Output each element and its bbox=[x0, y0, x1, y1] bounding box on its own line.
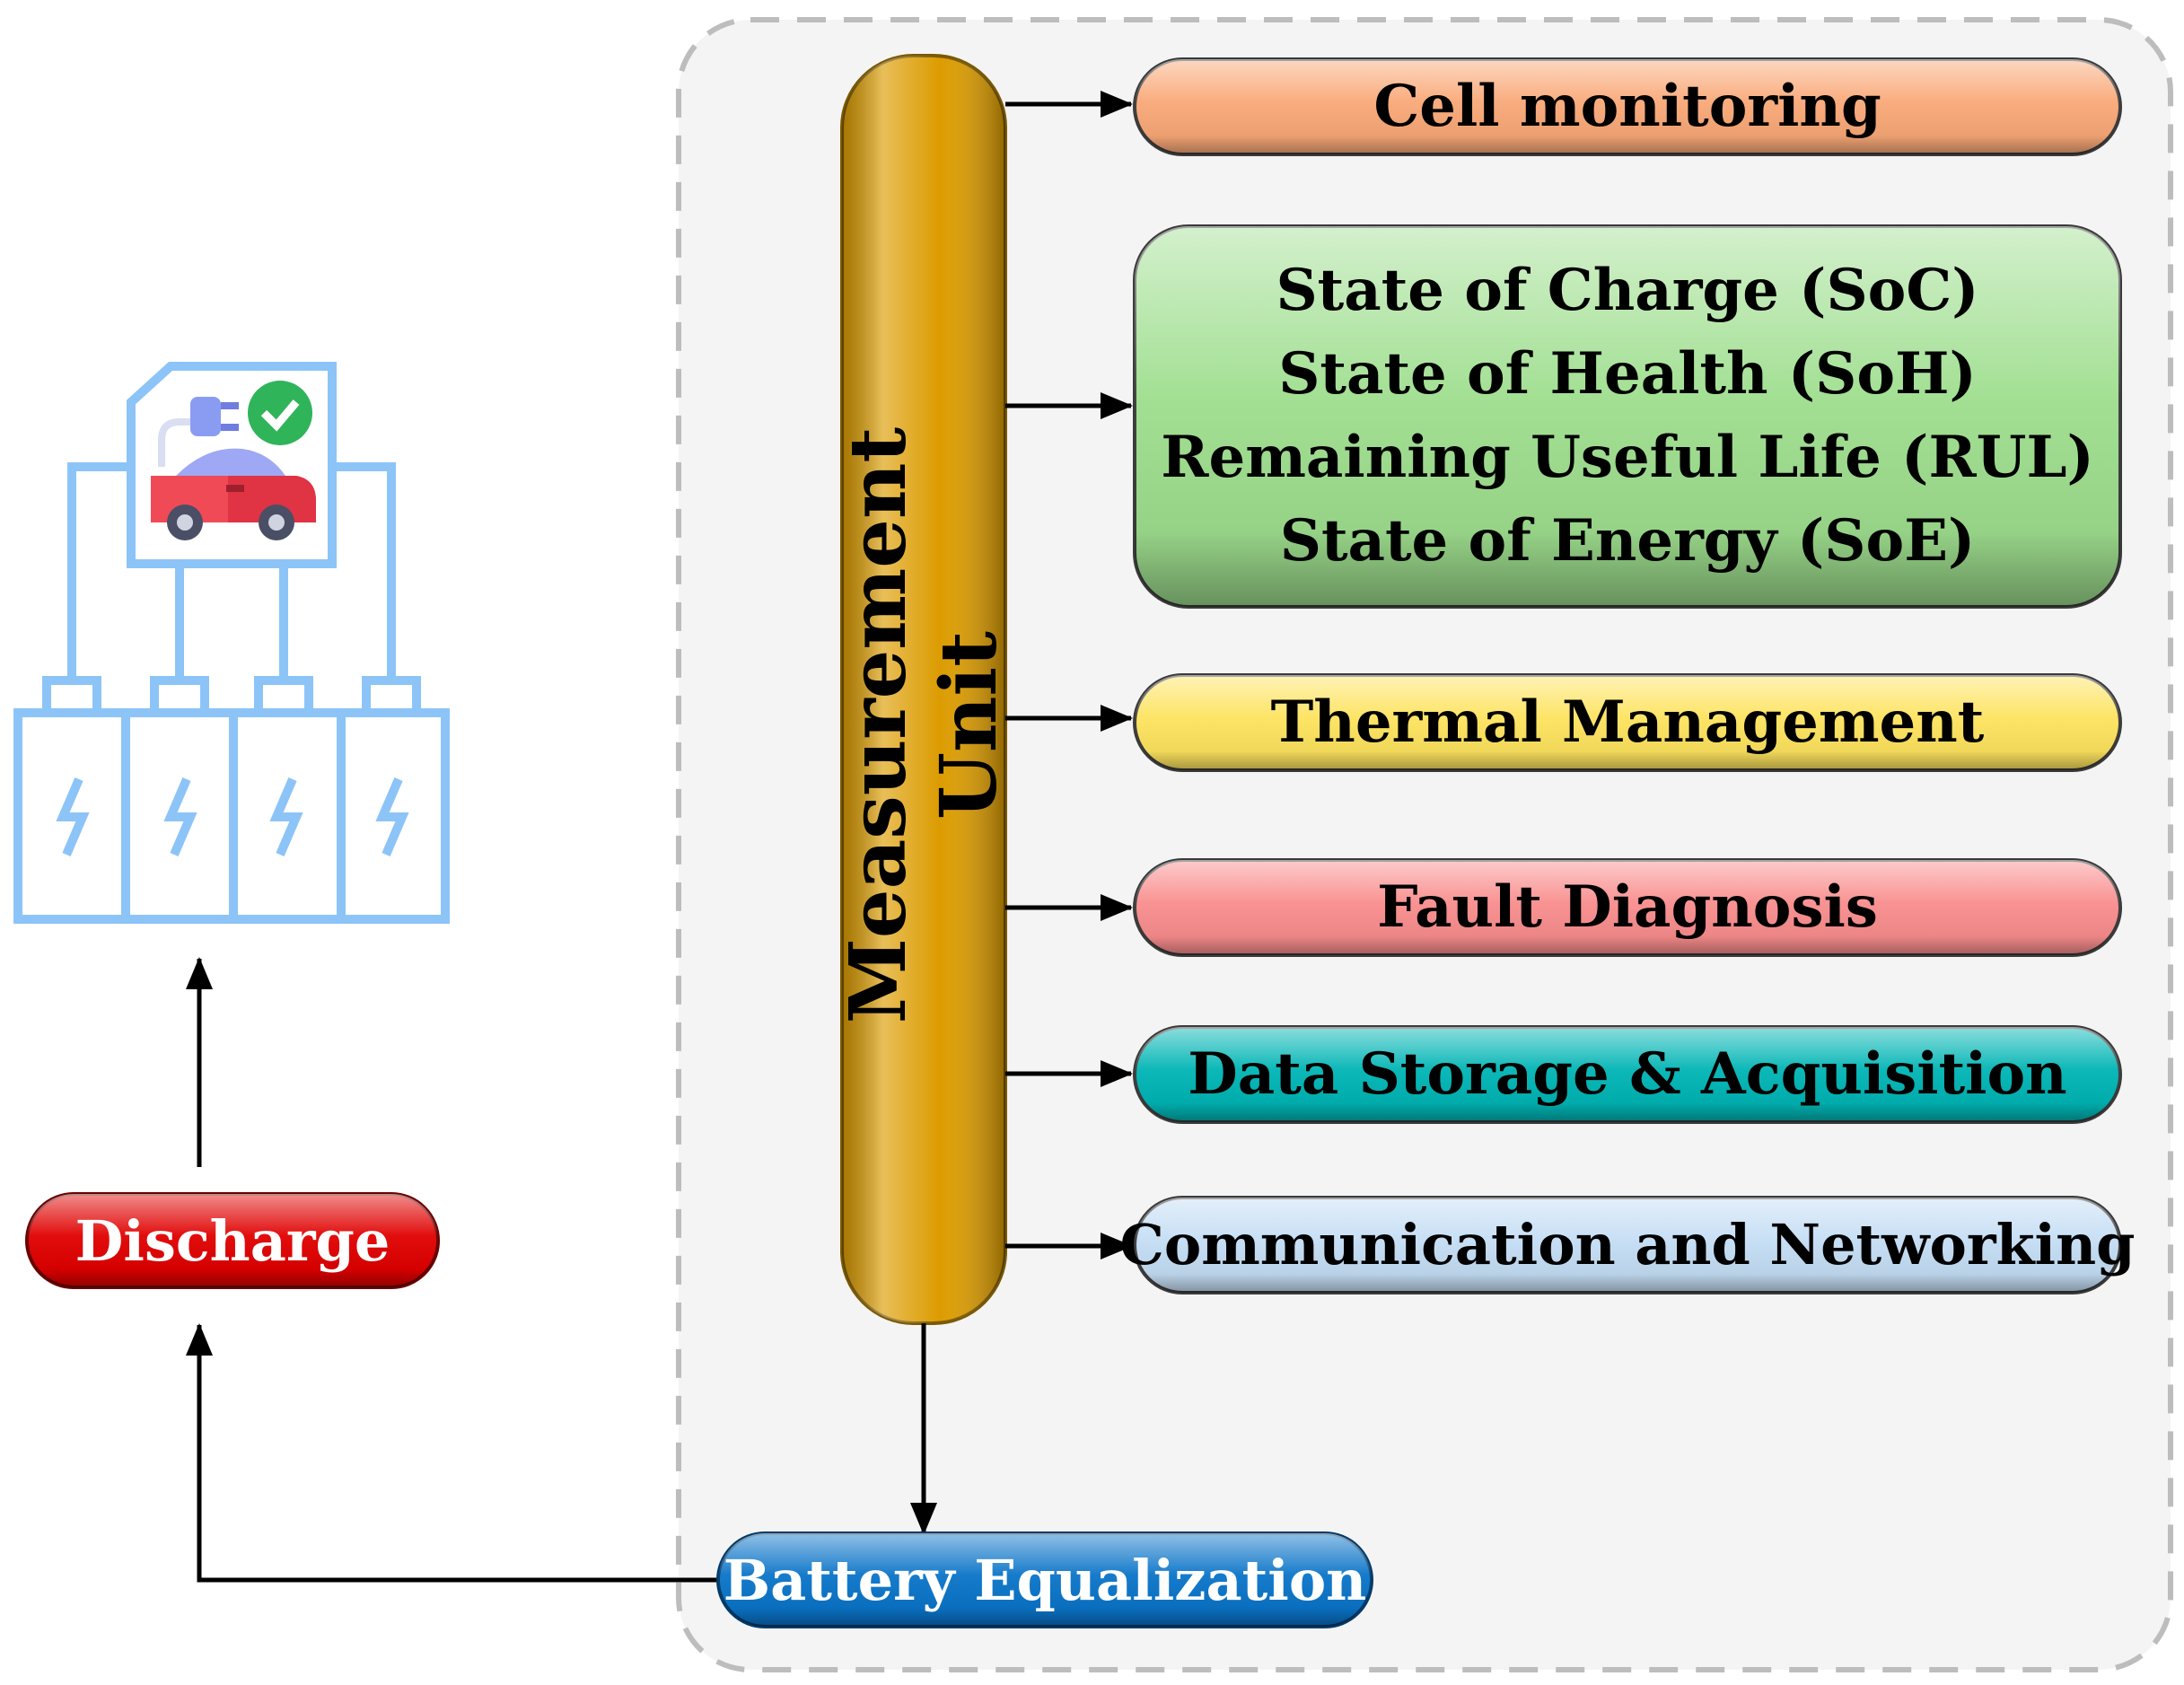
function-line: Remaining Useful Life (RUL) bbox=[1161, 424, 2094, 491]
function-box-cell-monitoring bbox=[1133, 57, 2122, 156]
connector-equalization-to-discharge bbox=[186, 1323, 718, 1583]
function-line: Cell monitoring bbox=[1373, 72, 1881, 140]
function-line: State of Health (SoH) bbox=[1278, 340, 1977, 408]
function-box-communication bbox=[1133, 1196, 2122, 1294]
function-label-thermal-management: Thermal Management bbox=[1135, 675, 2120, 770]
function-label-fault-diagnosis: Fault Diagnosis bbox=[1135, 860, 2120, 955]
function-box-data-storage bbox=[1133, 1025, 2122, 1124]
function-line: Communication and Networking bbox=[1119, 1212, 2136, 1278]
function-box-thermal-management bbox=[1133, 673, 2122, 772]
function-label-state-estimation: State of Charge (SoC) State of Health (So… bbox=[1135, 226, 2120, 607]
measurement-unit-label: Measurement Unit bbox=[833, 426, 1014, 1024]
function-label-cell-monitoring: Cell monitoring bbox=[1135, 59, 2120, 154]
battery-equalization-label: Battery Equalization bbox=[723, 1547, 1367, 1613]
measurement-unit-bar bbox=[840, 54, 1007, 1325]
function-box-state-estimation bbox=[1133, 224, 2122, 609]
function-line: State of Charge (SoC) bbox=[1276, 257, 1979, 325]
connector-group bbox=[186, 91, 1133, 1583]
discharge-label: Discharge bbox=[75, 1207, 390, 1274]
check-badge-icon bbox=[248, 381, 312, 445]
battery-equalization-pill bbox=[716, 1531, 1373, 1628]
function-label-data-storage: Data Storage & Acquisition bbox=[1135, 1027, 2120, 1122]
function-box-fault-diagnosis bbox=[1133, 858, 2122, 957]
function-line: Thermal Management bbox=[1270, 688, 1985, 756]
function-line: Fault Diagnosis bbox=[1377, 873, 1878, 941]
ev-car-icon bbox=[151, 381, 316, 540]
function-line: State of Energy (SoE) bbox=[1279, 506, 1976, 575]
discharge-pill bbox=[25, 1192, 440, 1289]
function-line: Data Storage & Acquisition bbox=[1188, 1040, 2067, 1108]
function-label-communication: Communication and Networking bbox=[1120, 1198, 2136, 1293]
